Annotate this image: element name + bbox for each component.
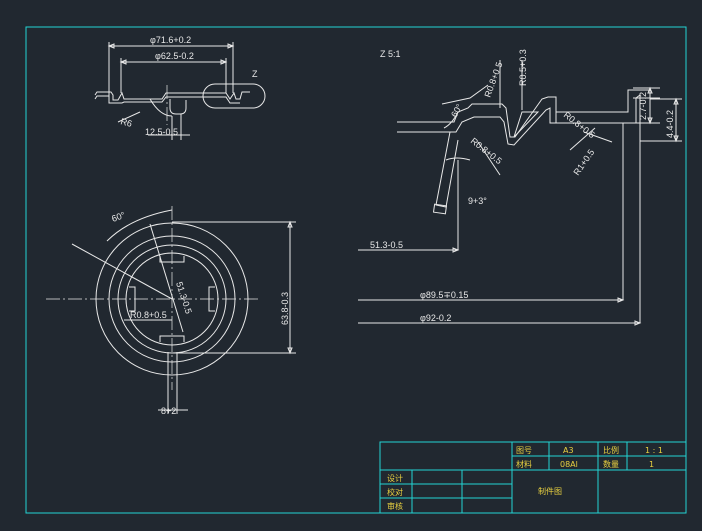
title-block [379,441,687,514]
dim-dia-71-6: φ71.6+0.2 [150,35,191,45]
plan-dim-638: 63.8-0.3 [280,292,290,325]
label-z: Z [252,69,258,79]
detail-dim-27: 2.7-0.2 [638,92,648,120]
upper-section-view [94,42,266,140]
detail-dim-513: 51.3-0.5 [370,240,403,250]
detail-r08-b: R0.8+0.5 [469,136,504,167]
tb-label-review: 审核 [387,501,403,511]
tb-label-check: 校对 [387,487,403,497]
detail-z-marker [202,83,266,109]
plan-dim-8: 8+2 [161,406,176,416]
tb-value-drawing-no: A3 [563,446,574,455]
drawing-border [25,26,687,514]
detail-r1: R1+0.5 [571,147,596,177]
dim-dia-62-5: φ62.5-0.2 [155,51,194,61]
tb-label-ratio: 比例 [603,445,619,455]
tb-label-material: 材料 [516,459,532,469]
plan-dim-513: 51.3-0.5 [174,281,194,316]
dim-12-5: 12.5-0.5 [145,127,178,137]
tb-label-drawing-no: 图号 [516,446,532,455]
tb-value-material: 08Al [560,460,578,469]
radius-r6: R6 [119,116,133,129]
detail-dim-44: 4.4-0.2 [665,110,675,138]
detail-r08-c: R0.8+0.5 [562,110,597,141]
detail-dim-dia-92: φ92-0.2 [420,313,451,323]
detail-title: Z 5:1 [380,49,401,59]
detail-z-profile [358,60,682,326]
tb-label-design: 设计 [387,473,403,483]
tb-value-ratio: 1 : 1 [645,446,663,455]
detail-dim-dia-895: φ89.5∓0.15 [420,290,468,300]
plan-r08: R0.8+0.5 [130,310,167,320]
tb-drawing-title: 制件图 [538,486,562,496]
detail-angle-60: 60° [449,102,465,119]
detail-angle-9: 9+3° [468,196,487,206]
tb-label-quantity: 数量 [603,459,619,469]
plan-angle-60: 60° [110,210,127,224]
tb-value-quantity: 1 [649,460,654,469]
detail-r08-a: R0.8+0.5 [482,61,504,99]
plan-view [46,206,296,414]
detail-r05: R0.5+0.3 [518,49,528,86]
